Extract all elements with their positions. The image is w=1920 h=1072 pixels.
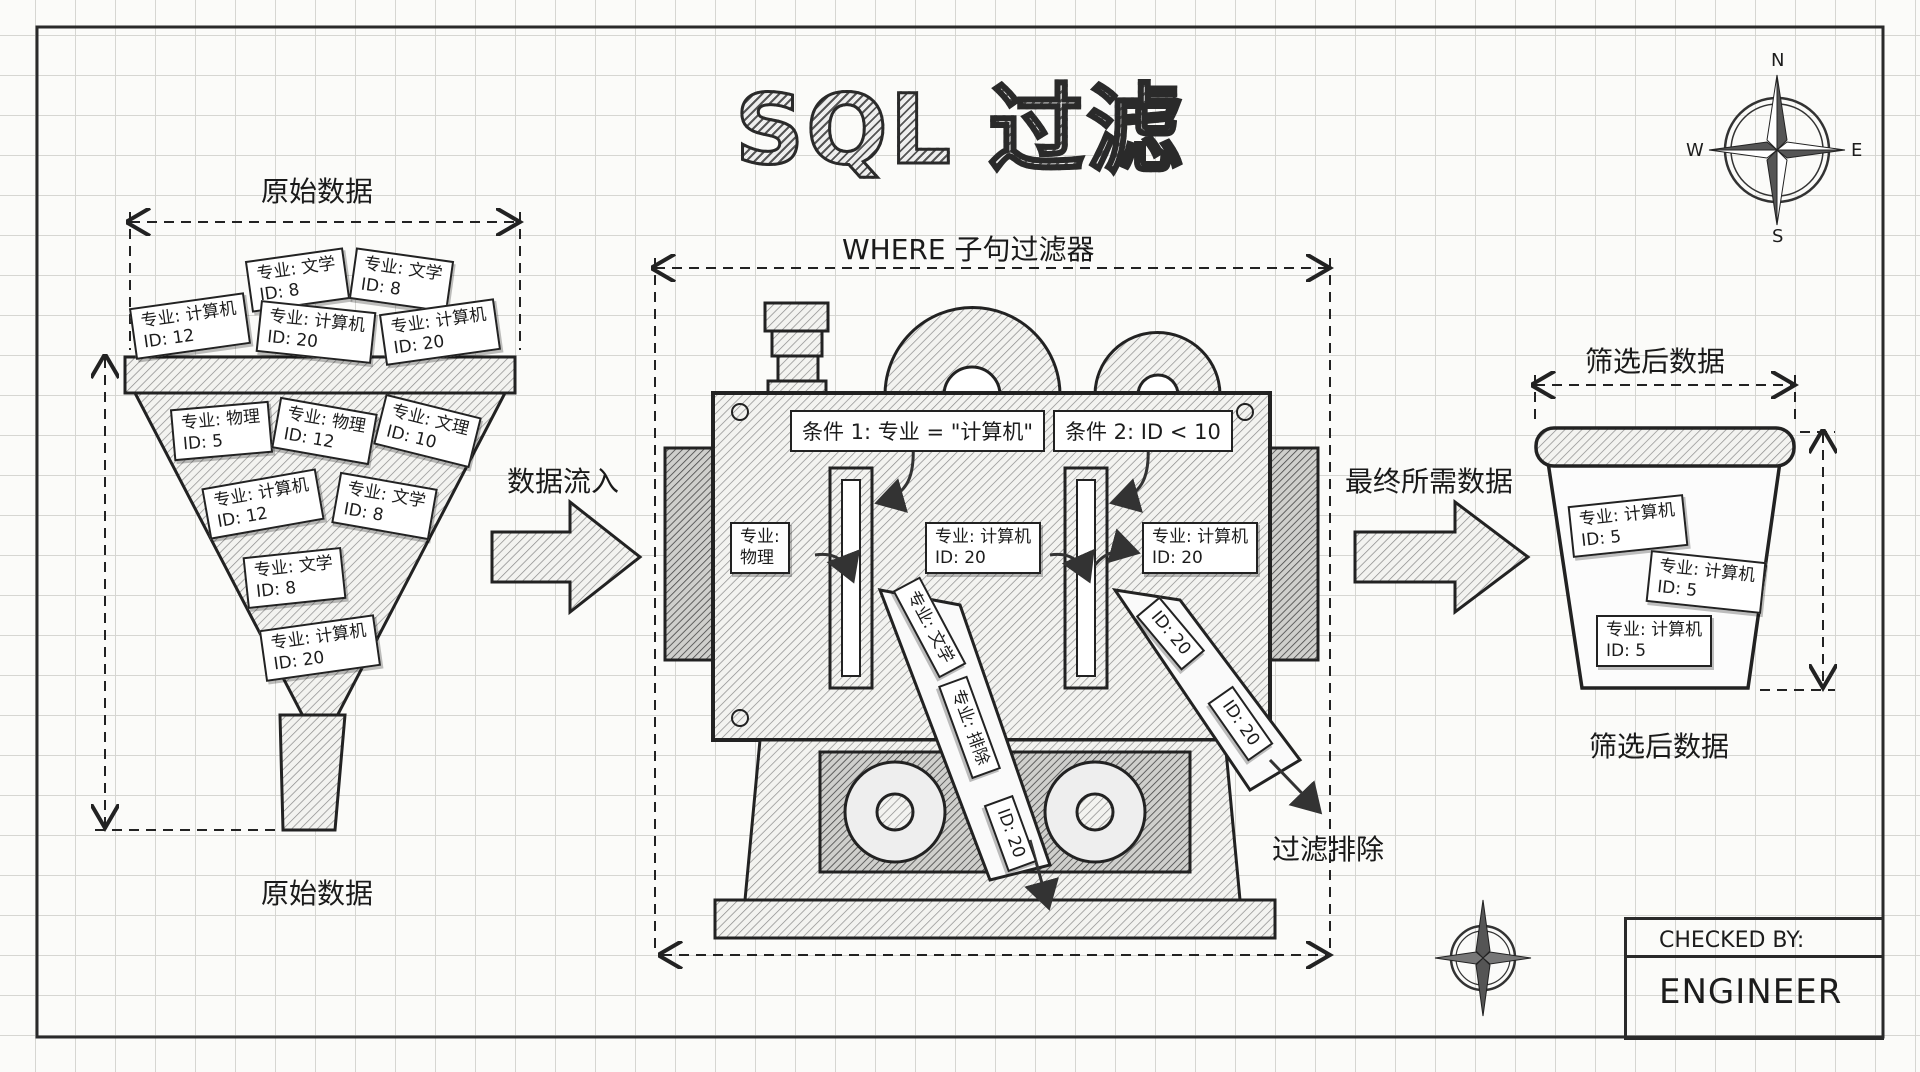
compass-north-label: N: [1771, 50, 1785, 71]
compass-east-label: E: [1851, 140, 1863, 161]
checked-by-stamp: CHECKED BY: ENGINEER: [1624, 917, 1884, 1040]
flow-in-arrow: [490, 498, 643, 616]
source-dimension-lines: [95, 212, 520, 830]
result-label-top: 筛选后数据: [1585, 345, 1726, 378]
stamp-name: ENGINEER: [1659, 972, 1843, 1012]
compass-south-label: S: [1772, 226, 1784, 247]
reject-label: 过滤排除: [1272, 833, 1385, 866]
page-frame: [35, 25, 1885, 1039]
page-title: SQL 过滤: [733, 52, 1184, 191]
flow-in-label: 数据流入: [507, 465, 620, 498]
result-label-bottom: 筛选后数据: [1589, 730, 1730, 763]
compass-west-label: W: [1686, 140, 1704, 161]
filter-label: WHERE 子句过滤器: [842, 233, 1095, 266]
filter-dimension-lines: [655, 258, 1330, 955]
stamp-heading: CHECKED BY:: [1627, 920, 1884, 958]
compass-rose-large: [1708, 74, 1846, 226]
flow-out-arrow: [1353, 498, 1531, 616]
source-label-top: 原始数据: [261, 175, 374, 208]
condition-2-box: 条件 2: ID < 10: [1053, 410, 1233, 452]
source-label-bottom: 原始数据: [261, 877, 374, 910]
result-dimension-lines: [1535, 375, 1835, 690]
condition-1-box: 条件 1: 专业 = "计算机": [790, 410, 1046, 452]
filter-machine: [663, 391, 1323, 940]
flow-out-label: 最终所需数据: [1345, 465, 1514, 498]
filter-input-card: 专业:物理: [730, 522, 790, 574]
compass-rose-small: [1434, 899, 1532, 1017]
